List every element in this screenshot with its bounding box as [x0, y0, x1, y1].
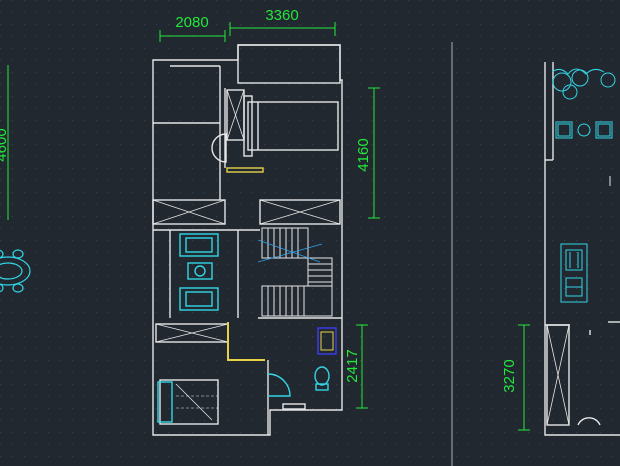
plants-icon	[551, 68, 616, 100]
basin-selection-box[interactable]	[317, 327, 337, 355]
toilet-icon	[314, 366, 330, 391]
bed-icon	[243, 95, 339, 157]
wardrobe-right	[259, 199, 341, 225]
dimension-top-left: 2080	[175, 14, 208, 31]
floor-plan-right[interactable]: 3270	[501, 62, 620, 436]
dining-table-icon	[0, 249, 31, 293]
coffee-table-icon	[187, 262, 213, 280]
bedroom-door-highlight	[226, 167, 264, 173]
balcony	[237, 44, 341, 84]
dimension-line-right-upper	[368, 87, 380, 219]
dimension-right-lower: 2417	[344, 349, 361, 382]
chairs-icon	[555, 121, 613, 139]
lower-bed-icon	[157, 379, 219, 425]
right-wardrobe	[546, 324, 570, 426]
top-dimensions	[159, 22, 336, 42]
armchair-icon	[179, 287, 219, 311]
dimension-right-plan: 3270	[501, 359, 518, 392]
right-outer-wall	[544, 62, 620, 436]
basin-icon	[320, 331, 334, 351]
desk-icon	[560, 243, 588, 303]
lower-door-highlight	[227, 322, 265, 361]
door-swing-bedroom	[211, 133, 227, 163]
wardrobe-left	[152, 199, 226, 225]
floor-plan-main[interactable]: 2080 3360 4160	[152, 7, 380, 436]
dimension-far-left: 4600	[0, 128, 10, 161]
left-partial-plan: 4600	[0, 65, 31, 293]
bath-step	[282, 403, 306, 410]
staircase	[257, 227, 333, 317]
dimension-line-right-plan	[518, 324, 530, 431]
sofa-icon	[179, 233, 219, 257]
right-door-swing	[577, 417, 601, 426]
dimension-right-upper: 4160	[355, 138, 372, 171]
dimension-line-right-lower	[356, 324, 368, 409]
dimension-top-right: 3360	[265, 7, 298, 24]
bath-door-swing	[267, 373, 291, 397]
